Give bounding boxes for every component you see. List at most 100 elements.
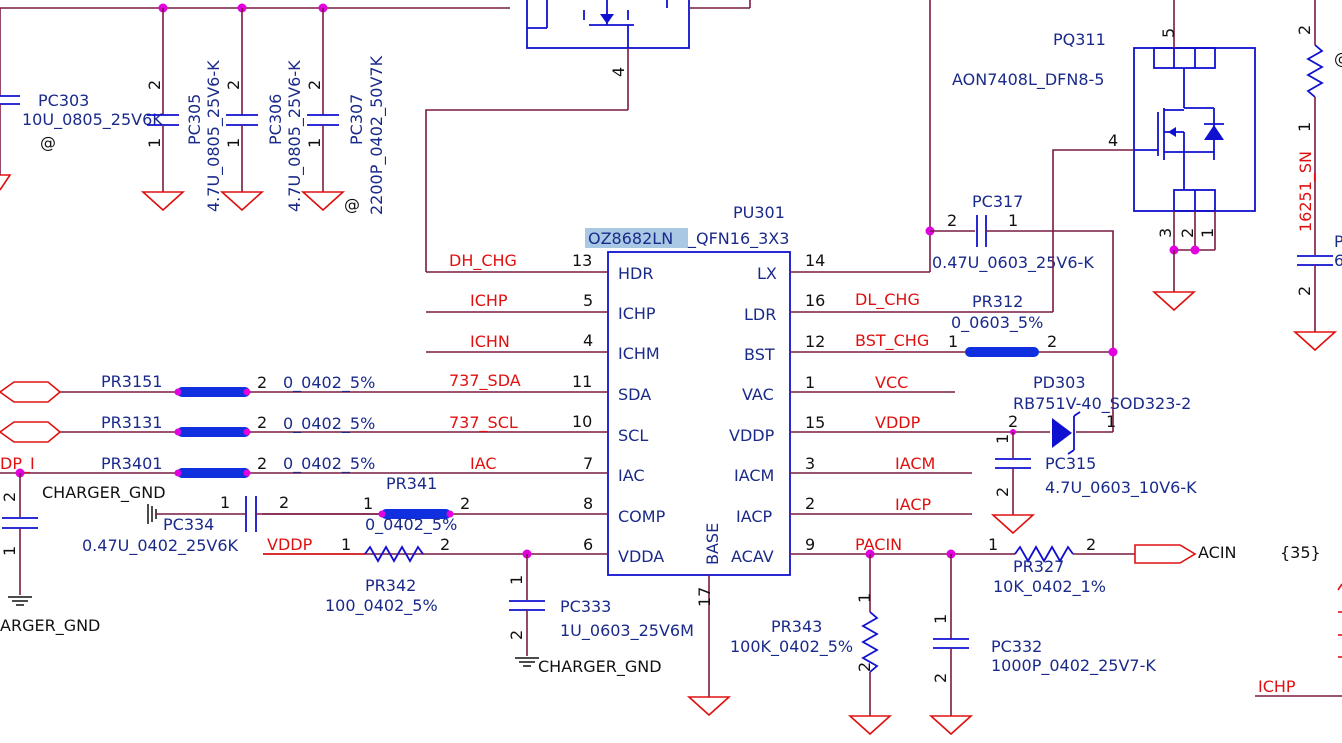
PR327-pin2: 2 <box>1086 535 1096 554</box>
pacin-network: PR327 10K_0402_1% 1 2 ACIN {35} <box>865 535 1321 597</box>
pin-1-num: 1 <box>805 373 815 392</box>
PC333-value: 1U_0603_25V6M <box>560 621 694 641</box>
PR341-value: 0_0402_5% <box>365 515 457 535</box>
pin-SCL: SCL <box>618 426 648 445</box>
ic-part-highlight: OZ8682LN <box>588 229 673 248</box>
net-DH_CHG: DH_CHG <box>449 251 517 271</box>
PC307-ref: PC307 <box>347 94 366 145</box>
res-PR312: PR312 0_0603_5% 1 2 <box>948 292 1118 357</box>
left-cap-pin1: 1 <box>0 546 19 556</box>
pin-14-num: 14 <box>805 251 825 270</box>
PR312-value: 0_0603_5% <box>951 313 1043 333</box>
PC307-pin2: 2 <box>305 80 324 90</box>
PC306-pin2: 2 <box>224 80 243 90</box>
PC303-value: 10U_0805_25V6K <box>22 110 163 130</box>
PR312-ref: PR312 <box>972 292 1023 311</box>
PC305-pin1: 1 <box>145 138 164 148</box>
net-PACIN: PACIN <box>855 535 902 554</box>
pin-9-num: 9 <box>805 535 815 554</box>
PC334-pin1: 1 <box>220 493 230 512</box>
PC307-pin1: 1 <box>305 138 324 148</box>
PR3151-pin2: 2 <box>257 373 267 392</box>
pin-VDDA: VDDA <box>618 547 664 566</box>
res-PR3401: PR3401 2 0_0402_5% <box>101 454 375 478</box>
net-CHARGER_GND-bottom: CHARGER_GND <box>538 657 662 677</box>
net-BST_CHG: BST_CHG <box>855 331 929 351</box>
pin-16-num: 16 <box>805 291 825 310</box>
pin-13-num: 13 <box>572 251 592 270</box>
PR3401-ref: PR3401 <box>101 454 162 473</box>
net-DP_I: DP_I <box>0 454 35 474</box>
ic-PU301: PU301 OZ8682LN _QFN16_3X3 BASE 17 <box>585 203 791 717</box>
PR343-ref: PR343 <box>771 617 822 636</box>
PR327-value: 10K_0402_1% <box>993 577 1106 597</box>
PC303-at: @ <box>40 133 56 152</box>
pin-ICHP: ICHP <box>618 304 656 323</box>
net-DL_CHG: DL_CHG <box>855 290 920 310</box>
pin-COMP: COMP <box>618 507 666 526</box>
PR3151-ref: PR3151 <box>101 372 162 391</box>
PD303-ref: PD303 <box>1033 373 1086 392</box>
res-PR342: VDDP 1 2 PR342 100_0402_5% <box>263 535 450 616</box>
net-VDDP: VDDP <box>875 413 921 432</box>
pin-7-num: 7 <box>583 454 593 473</box>
net-ICHP: ICHP <box>470 291 508 310</box>
PC334-pin2: 2 <box>279 493 289 512</box>
PC315-ref: PC315 <box>1045 454 1096 473</box>
PR342-pin2: 2 <box>440 535 450 554</box>
PC317-value: 0.47U_0603_25V6-K <box>932 253 1094 273</box>
top-mosfet-gate-pin: 4 <box>609 67 628 77</box>
pin-15-num: 15 <box>805 413 825 432</box>
PQ311-pin3: 3 <box>1156 228 1175 238</box>
PR342-value: 100_0402_5% <box>325 596 438 616</box>
res-PR341: PR341 1 2 0_0402_5% <box>363 474 470 535</box>
PR3401-pin2: 2 <box>257 454 267 473</box>
PD303-pin1: 1 <box>1106 412 1116 431</box>
pin-LX: LX <box>757 264 777 283</box>
PQ311-pin1: 1 <box>1198 228 1217 238</box>
PC306-ref: PC306 <box>266 94 285 145</box>
ic-base-pin: 17 <box>695 587 714 607</box>
net-IAC: IAC <box>470 454 497 473</box>
net-ICHP-right: ICHP <box>1258 677 1296 696</box>
cap-PC303: PC303 10U_0805_25V6K @ <box>0 70 163 191</box>
PC305-ref: PC305 <box>185 94 204 145</box>
PC332-pin2: 2 <box>931 673 950 683</box>
PC303-ref: PC303 <box>38 91 89 110</box>
right-edge-pin2b: 2 <box>1295 286 1314 296</box>
PC317-ref: PC317 <box>972 192 1023 211</box>
pin-LDR: LDR <box>744 305 776 324</box>
PC307-value: 2200P_0402_50V7K <box>367 55 387 215</box>
diode-PD303: PD303 RB751V-40_SOD323-2 2 1 <box>1008 373 1191 455</box>
net-CHARGER_GND-left: ARGER_GND <box>0 616 100 636</box>
left-cap-pin2: 2 <box>0 492 19 502</box>
PC333-pin1: 1 <box>507 575 526 585</box>
left-cap-partial: 2 1 ARGER_GND CHARGER_GND <box>0 473 166 636</box>
acin-sheet-ref: {35} <box>1280 543 1321 562</box>
PR327-ref: PR327 <box>1013 557 1064 576</box>
PC315-value: 4.7U_0603_10V6-K <box>1045 478 1197 498</box>
net-ACIN: ACIN <box>1198 543 1237 562</box>
PC317-pin2: 2 <box>947 211 957 230</box>
cap-PC334: PC334 0.47U_0402_25V6K 1 2 <box>82 493 380 556</box>
net-ICHN: ICHN <box>470 332 510 351</box>
PC305-value: 4.7U_0805_25V6-K <box>204 60 224 212</box>
PR341-pin1: 1 <box>363 494 373 513</box>
PR343-pin2: 2 <box>855 662 874 672</box>
PR341-pin2: 2 <box>460 494 470 513</box>
ic-right-pins: 14 LX 16 LDR DL_CHG 12 BST BST_CHG 1 VAC… <box>729 251 1113 566</box>
PR3131-ref: PR3131 <box>101 413 162 432</box>
pin-VDDP: VDDP <box>729 426 775 445</box>
PR3401-value: 0_0402_5% <box>283 454 375 474</box>
PR3131-value: 0_0402_5% <box>283 414 375 434</box>
right-edge-at: @ <box>1334 49 1342 68</box>
pin-HDR: HDR <box>618 264 653 283</box>
PQ311-pin5: 5 <box>1159 28 1178 38</box>
net-VCC: VCC <box>875 373 908 392</box>
right-edge-partial: 2 1 2 16251_SN @ P 6 ICHP <box>1255 0 1342 697</box>
pin-12-num: 12 <box>805 332 825 351</box>
PR343-pin1: 1 <box>855 593 874 603</box>
PQ311-ref: PQ311 <box>1053 30 1106 49</box>
cap-PC307: 2 1 PC307 2200P_0402_50V7K @ <box>300 8 387 215</box>
